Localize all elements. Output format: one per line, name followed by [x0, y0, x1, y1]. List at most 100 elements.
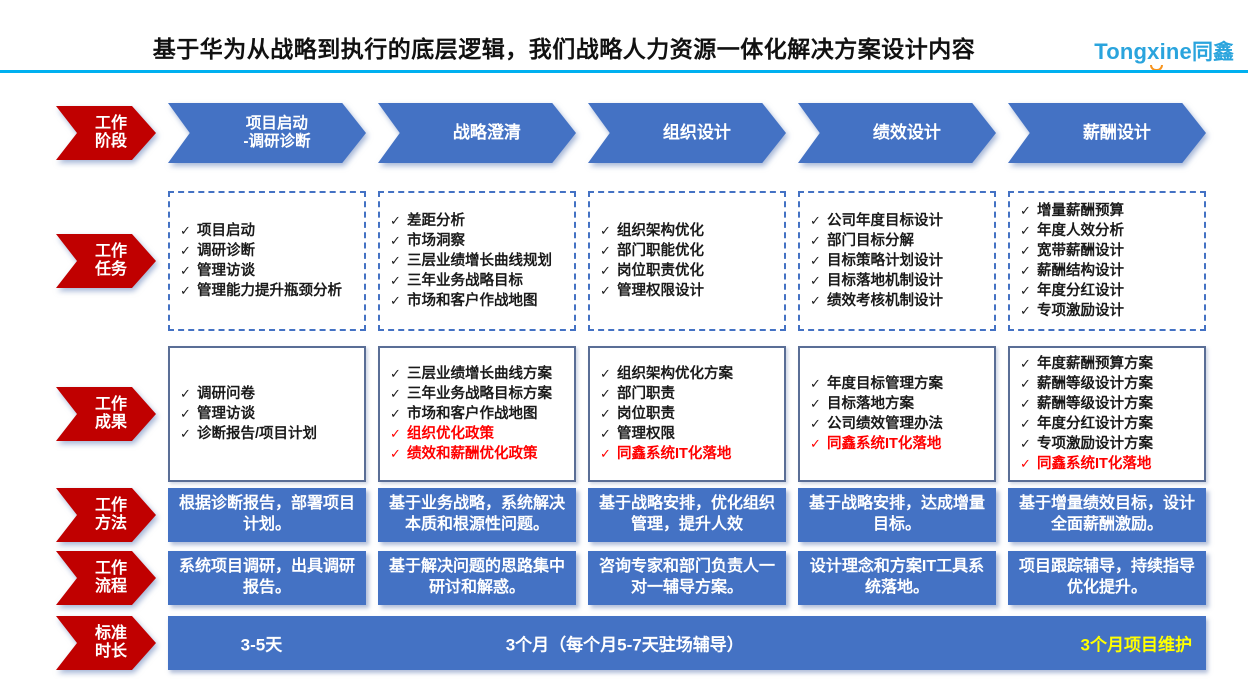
check-item-label: 管理访谈	[197, 406, 255, 422]
check-item: ✓ 岗位职责优化	[600, 261, 776, 281]
row-duration: 标准 时长 3-5天 3个月（每个月5-7天驻场辅导） 3个月项目维护	[56, 616, 1206, 670]
check-icon: ✓	[810, 233, 821, 248]
brand-logo-latin: Tongxine	[1094, 39, 1192, 64]
check-item-label: 差距分析	[407, 213, 465, 229]
check-item: ✓ 管理访谈	[180, 404, 356, 424]
check-item: ✓ 三层业绩增长曲线规划	[390, 251, 566, 271]
check-item: ✓三层业绩增长曲线方案	[390, 364, 566, 384]
check-icon: ✓	[600, 406, 611, 421]
row-label-line: 阶段	[94, 133, 127, 150]
check-icon: ✓	[810, 396, 821, 411]
row-label-line: 工作	[94, 395, 127, 413]
check-item-label: 岗位职责优化	[617, 263, 704, 279]
check-item: ✓同鑫系统IT化落地	[810, 434, 986, 454]
result-box-1: ✓调研问卷✓管理访谈✓诊断报告/项目计划	[168, 346, 366, 482]
check-item-label: 年度目标管理方案	[827, 376, 943, 392]
check-icon: ✓	[390, 253, 401, 268]
stage-arrow-strategy-clarify: 战略澄清	[378, 103, 576, 163]
result-list: ✓年度薪酬预算方案✓薪酬等级设计方案✓薪酬等级设计方案✓年度分红设计方案✓专项激…	[1020, 354, 1196, 474]
stage-arrow-org-design: 组织设计	[588, 103, 786, 163]
check-item-label: 增量薪酬预算	[1037, 203, 1124, 219]
check-item: ✓ 管理权限设计	[600, 281, 776, 301]
check-item-label: 市场和客户作战地图	[407, 406, 538, 422]
check-item: ✓宽带薪酬设计	[1020, 241, 1196, 261]
check-item-label: 专项激励设计方案	[1037, 436, 1153, 452]
row-flows: 工作 流程 系统项目调研，出具调研报告。 基于解决问题的思路集中研讨和解惑。 咨…	[56, 551, 1206, 605]
check-item-label: 组织架构优化方案	[617, 366, 733, 382]
check-item: ✓年度人效分析	[1020, 221, 1196, 241]
check-item-label: 三层业绩增长曲线方案	[407, 366, 552, 382]
method-box-3: 基于战略安排，优化组织管理，提升人效	[588, 488, 786, 542]
row-label-line: 工作	[94, 496, 127, 514]
check-item-label: 年度分红设计方案	[1037, 416, 1153, 432]
check-icon: ✓	[1020, 356, 1031, 371]
check-icon: ✓	[390, 446, 401, 461]
header: 基于华为从战略到执行的底层逻辑，我们战略人力资源一体化解决方案设计内容 Tong…	[0, 0, 1248, 74]
check-item-label: 薪酬结构设计	[1037, 263, 1124, 279]
check-icon: ✓	[390, 273, 401, 288]
check-icon: ✓	[600, 366, 611, 381]
check-item: ✓部门职责	[600, 384, 776, 404]
check-item-label: 部门目标分解	[827, 233, 914, 249]
check-item-label: 专项激励设计	[1037, 303, 1124, 319]
check-item: ✓诊断报告/项目计划	[180, 424, 356, 444]
task-list: ✓增量薪酬预算✓年度人效分析✓宽带薪酬设计✓薪酬结构设计✓年度分红设计✓专项激励…	[1020, 201, 1196, 321]
check-item: ✓项目启动	[180, 221, 356, 241]
task-list: ✓项目启动✓调研诊断✓管理访谈✓管理能力提升瓶颈分析	[180, 221, 356, 301]
row-label-stages: 工作 阶段	[56, 106, 156, 160]
method-box-2: 基于业务战略，系统解决本质和根源性问题。	[378, 488, 576, 542]
check-item-label: 薪酬等级设计方案	[1037, 396, 1153, 412]
check-item-label: 组织优化政策	[407, 426, 494, 442]
check-item: ✓调研诊断	[180, 241, 356, 261]
check-item: ✓ 增量薪酬预算	[1020, 201, 1196, 221]
check-item-label: 三层业绩增长曲线规划	[407, 253, 552, 269]
check-icon: ✓	[180, 406, 191, 421]
check-item-label: 同鑫系统IT化落地	[827, 436, 942, 452]
method-box-1: 根据诊断报告，部署项目计划。	[168, 488, 366, 542]
check-icon: ✓	[180, 223, 191, 238]
check-icon: ✓	[390, 386, 401, 401]
check-item: ✓绩效考核机制设计	[810, 291, 986, 311]
check-item: ✓ 专项激励设计	[1020, 301, 1196, 321]
brand-logo-cjk: 同鑫	[1192, 41, 1234, 64]
task-box-4: ✓公司年度目标设计✓部门目标分解✓目标策略计划设计✓目标落地机制设计✓绩效考核机…	[798, 191, 996, 331]
check-icon: ✓	[600, 263, 611, 278]
stage-label: 薪酬设计	[1082, 123, 1151, 143]
check-icon: ✓	[180, 426, 191, 441]
check-item-label: 管理权限	[617, 426, 675, 442]
check-item: ✓年度薪酬预算方案	[1020, 354, 1196, 374]
check-icon: ✓	[600, 386, 611, 401]
stage-arrow-compensation-design: 薪酬设计	[1008, 103, 1206, 163]
check-icon: ✓	[1020, 303, 1031, 318]
check-item-label: 年度分红设计	[1037, 283, 1124, 299]
row-tasks: 工作 任务 ✓项目启动✓调研诊断✓管理访谈✓管理能力提升瓶颈分析 ✓差距分析✓市…	[56, 191, 1206, 331]
check-item: ✓组织优化政策	[390, 424, 566, 444]
task-box-1: ✓项目启动✓调研诊断✓管理访谈✓管理能力提升瓶颈分析	[168, 191, 366, 331]
check-item-label: 管理权限设计	[617, 283, 704, 299]
method-box-4: 基于战略安排，达成增量目标。	[798, 488, 996, 542]
check-item: ✓年度分红设计方案	[1020, 414, 1196, 434]
method-box-5: 基于增量绩效目标，设计全面薪酬激励。	[1008, 488, 1206, 542]
check-item-label: 绩效和薪酬优化政策	[407, 446, 538, 462]
result-box-4: ✓年度目标管理方案✓目标落地方案✓公司绩效管理办法✓同鑫系统IT化落地	[798, 346, 996, 482]
check-item: ✓薪酬等级设计方案	[1020, 374, 1196, 394]
flow-box-5: 项目跟踪辅导，持续指导优化提升。	[1008, 551, 1206, 605]
stage-label: -调研诊断	[243, 133, 311, 150]
result-box-2: ✓三层业绩增长曲线方案✓三年业务战略目标方案✓市场和客户作战地图✓组织优化政策✓…	[378, 346, 576, 482]
check-item-label: 目标落地方案	[827, 396, 914, 412]
result-list: ✓年度目标管理方案✓目标落地方案✓公司绩效管理办法✓同鑫系统IT化落地	[810, 374, 986, 454]
check-item: ✓岗位职责	[600, 404, 776, 424]
check-item-label: 管理访谈	[197, 263, 255, 279]
check-icon: ✓	[1020, 376, 1031, 391]
check-item: ✓市场和客户作战地图	[390, 404, 566, 424]
row-label-line: 时长	[94, 643, 127, 660]
check-item: ✓管理访谈	[180, 261, 356, 281]
check-icon: ✓	[600, 283, 611, 298]
check-item-label: 目标策略计划设计	[827, 253, 943, 269]
check-item: ✓组织架构优化	[600, 221, 776, 241]
check-icon: ✓	[600, 426, 611, 441]
check-item-label: 公司年度目标设计	[827, 213, 943, 229]
row-label-line: 标准	[94, 624, 127, 642]
check-icon: ✓	[1020, 223, 1031, 238]
check-icon: ✓	[1020, 203, 1031, 218]
